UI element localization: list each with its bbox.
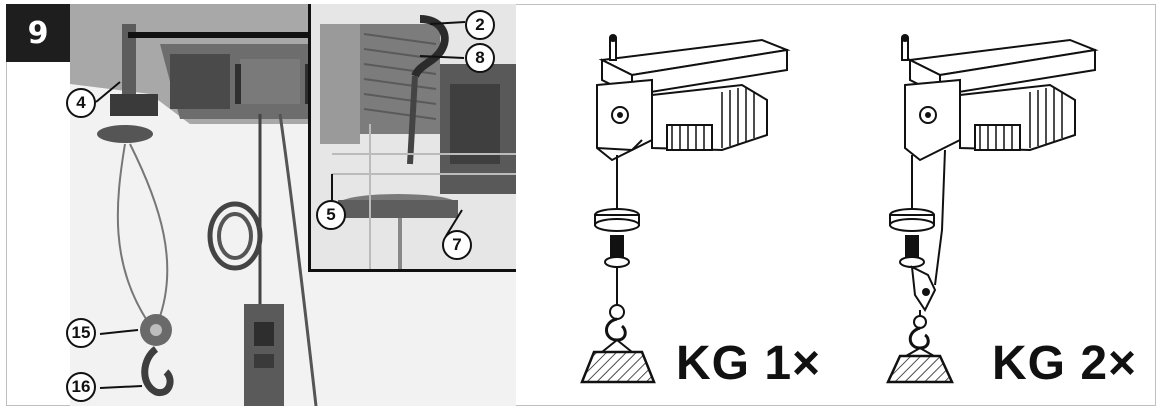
callout-16: 16 [66,372,96,402]
figure-number-badge: 9 [6,4,70,62]
callout-7: 7 [442,230,472,260]
hoist-diagram-single-line [580,34,791,384]
figure-frame [6,4,1156,406]
hoist-photo [70,4,516,406]
hoist-photo-drawing [70,4,516,406]
callout-4: 4 [66,88,96,118]
load-label-double: KG 2× [992,337,1138,390]
callout-15: 15 [66,318,96,348]
callout-5: 5 [316,200,346,230]
callout-8: 8 [465,43,495,73]
callout-2: 2 [465,10,495,40]
hoist-diagram-double-line [886,34,1099,384]
load-label-single: KG 1× [676,337,822,390]
